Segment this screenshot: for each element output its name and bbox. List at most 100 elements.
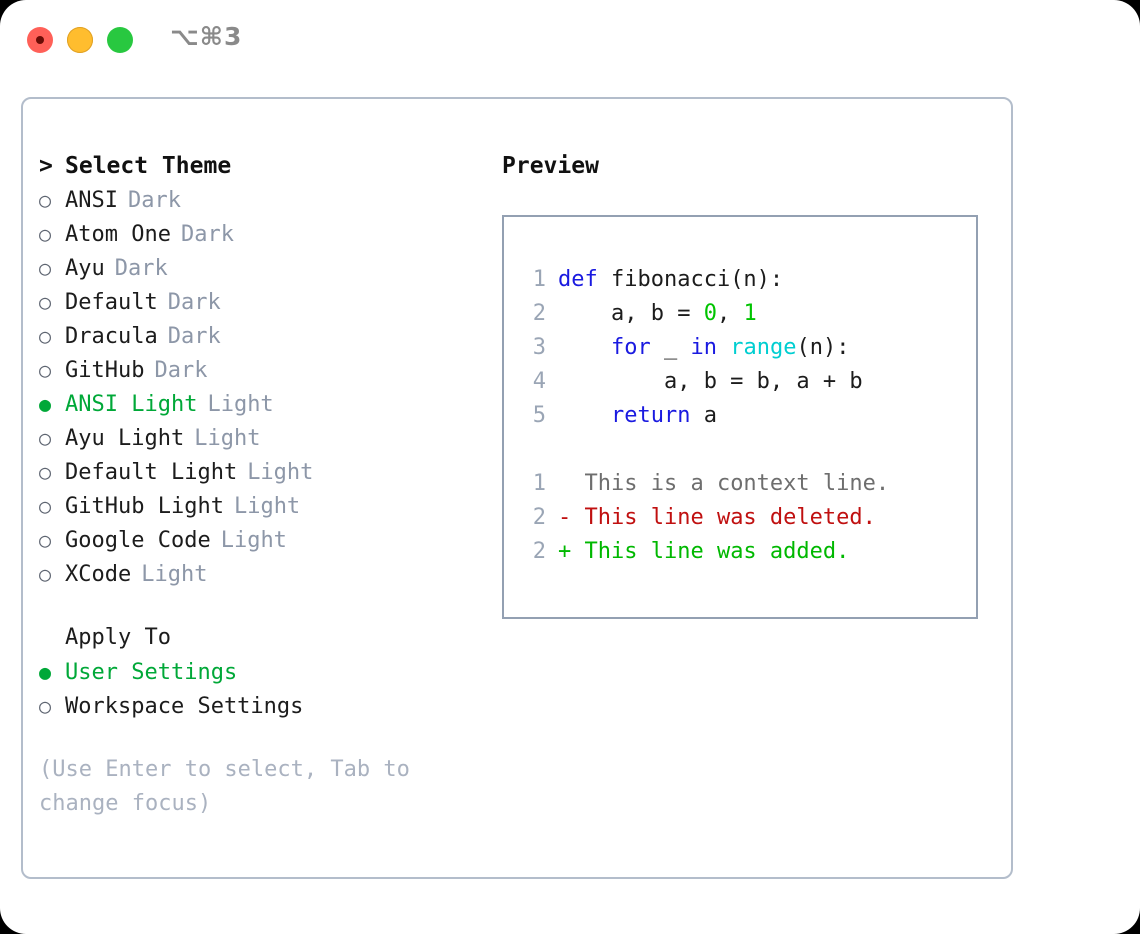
code-line: 2 a, b = 0, 1 <box>504 297 976 331</box>
title-bar: ⌥⌘3 <box>0 0 1140 78</box>
theme-name-label: ANSI Light <box>65 392 198 417</box>
minimize-window-button[interactable] <box>67 27 93 53</box>
diff-line: 2- This line was deleted. <box>504 501 976 535</box>
code-token-num: 0 <box>703 301 717 326</box>
code-token-kw: for <box>610 335 651 360</box>
theme-name-label: GitHub Light <box>65 494 224 519</box>
code-token-plain: a, b = <box>558 301 704 326</box>
radio-selected-icon[interactable]: ● <box>39 660 52 684</box>
maximize-window-button[interactable] <box>107 27 133 53</box>
theme-name-label: Google Code <box>65 528 211 553</box>
radio-selected-icon[interactable]: ● <box>39 392 52 416</box>
theme-list-item[interactable]: ○ Ayu Dark <box>39 251 479 285</box>
code-token-plain: _ <box>650 335 691 360</box>
theme-list-item[interactable]: ○ ANSI Dark <box>39 183 479 217</box>
diff-text: This is a context line. <box>571 471 890 496</box>
radio-empty-icon[interactable]: ○ <box>39 494 52 518</box>
keyboard-hint-text: (Use Enter to select, Tab to change focu… <box>39 757 410 816</box>
theme-variant-label: Light <box>207 392 274 417</box>
apply-to-option[interactable]: ● User Settings <box>39 655 479 689</box>
diff-line: 1 This is a context line. <box>504 467 976 501</box>
apply-to-header-label: Apply To <box>65 625 171 650</box>
theme-variant-label: Light <box>233 494 301 519</box>
code-line: 5 return a <box>504 399 976 433</box>
theme-variant-label: Dark <box>127 188 181 213</box>
theme-list-item[interactable]: ○ XCode Light <box>39 557 479 591</box>
theme-list-item[interactable]: ○ Ayu Light Light <box>39 421 479 455</box>
theme-name-label: XCode <box>65 562 132 587</box>
radio-empty-icon[interactable]: ○ <box>39 358 52 382</box>
diff-line-number: 2 <box>532 539 546 564</box>
theme-list-item[interactable]: ○ GitHub Light Light <box>39 489 479 523</box>
line-number: 3 <box>532 335 546 360</box>
theme-list-item[interactable]: ○ Google Code Light <box>39 523 479 557</box>
preview-title: Preview <box>502 153 599 179</box>
radio-empty-icon[interactable]: ○ <box>39 694 52 718</box>
line-number: 2 <box>532 301 546 326</box>
apply-to-option-label: User Settings <box>65 660 238 685</box>
code-token-plain: a <box>690 403 717 428</box>
theme-name-label: Default Light <box>65 460 238 485</box>
radio-empty-icon[interactable]: ○ <box>39 460 52 484</box>
theme-variant-label: Dark <box>154 358 208 383</box>
apply-to-header: Apply To <box>39 621 479 655</box>
theme-variant-label: Light <box>141 562 208 587</box>
code-token-plain <box>558 335 611 360</box>
diff-marker <box>558 471 571 496</box>
code-token-num: 1 <box>743 301 757 326</box>
code-token-plain: a, b = b, a + b <box>558 369 863 394</box>
code-token-plain <box>558 403 611 428</box>
code-token-plain: , <box>716 301 744 326</box>
radio-empty-icon[interactable]: ○ <box>39 528 52 552</box>
code-token-kw: in <box>690 335 717 360</box>
select-theme-header: >Select Theme <box>39 149 479 183</box>
diff-line: 2+ This line was added. <box>504 535 976 569</box>
theme-variant-label: Dark <box>180 222 234 247</box>
theme-variant-label: Light <box>194 426 261 451</box>
close-window-button[interactable] <box>27 27 53 53</box>
code-token-plain <box>717 335 730 360</box>
radio-empty-icon[interactable]: ○ <box>39 426 52 450</box>
theme-list-item[interactable]: ○ GitHub Dark <box>39 353 479 387</box>
theme-name-label: Atom One <box>65 222 171 247</box>
caret-icon: > <box>39 153 53 179</box>
radio-empty-icon[interactable]: ○ <box>39 222 52 246</box>
diff-text: This line was added. <box>571 539 850 564</box>
theme-variant-label: Light <box>220 528 287 553</box>
radio-empty-icon[interactable]: ○ <box>39 324 52 348</box>
theme-list-item[interactable]: ○ Atom One Dark <box>39 217 479 251</box>
theme-name-label: ANSI <box>65 188 118 213</box>
diff-line-number: 2 <box>532 505 546 530</box>
line-number: 5 <box>532 403 546 428</box>
diff-text: This line was deleted. <box>571 505 876 530</box>
code-line: 4 a, b = b, a + b <box>504 365 976 399</box>
theme-name-label: Ayu <box>65 256 105 281</box>
code-token-plain: fibonacci(n): <box>610 267 784 292</box>
apply-to-options: ● User Settings ○Workspace Settings <box>39 655 479 723</box>
preview-divider-space <box>504 433 976 467</box>
code-token-kw: def <box>558 267 611 292</box>
radio-empty-icon[interactable]: ○ <box>39 188 52 212</box>
diff-marker: - <box>558 505 572 530</box>
theme-name-label: GitHub <box>65 358 145 383</box>
radio-empty-icon[interactable]: ○ <box>39 290 52 314</box>
apply-to-option[interactable]: ○Workspace Settings <box>39 689 479 723</box>
theme-variant-label: Dark <box>167 324 221 349</box>
theme-variant-label: Dark <box>114 256 168 281</box>
theme-list-item[interactable]: ● ANSI Light Light <box>39 387 479 421</box>
diff-sample: 1 This is a context line.2- This line wa… <box>504 467 976 569</box>
radio-empty-icon[interactable]: ○ <box>39 562 52 586</box>
radio-empty-icon[interactable]: ○ <box>39 256 52 280</box>
theme-name-label: Ayu Light <box>65 426 185 451</box>
code-line: 3 for _ in range(n): <box>504 331 976 365</box>
